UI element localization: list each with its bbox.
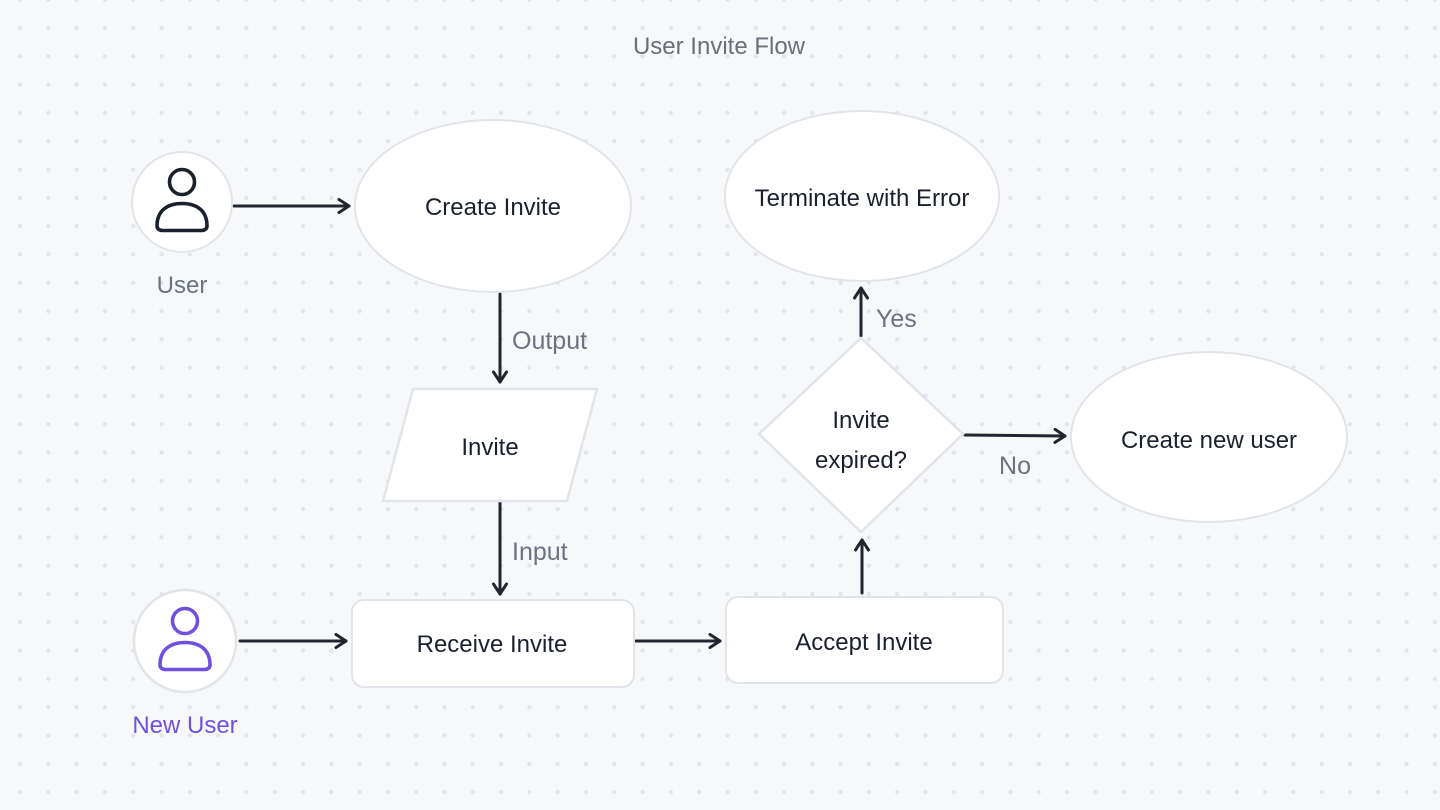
user-icon [155,167,209,233]
new-user-icon [158,606,212,672]
actor-user[interactable]: User [131,151,233,299]
node-create-invite-label: Create Invite [425,194,561,221]
edge-decision-yes: Yes [853,286,917,338]
node-receive-invite-label: Receive Invite [417,631,568,658]
edge-create-invite-to-invite: Output [492,292,587,384]
diagram-title: User Invite Flow [633,33,806,60]
node-terminate-with-error[interactable]: Terminate with Error [724,110,1000,282]
node-create-invite[interactable]: Create Invite [354,119,632,293]
node-invite[interactable]: Invite [381,387,599,503]
node-terminate-with-error-label: Terminate with Error [755,185,970,212]
node-accept-invite[interactable]: Accept Invite [725,596,1004,684]
node-invite-expired-line1: Invite [832,407,889,434]
node-accept-invite-label: Accept Invite [795,629,932,656]
node-create-new-user-label: Create new user [1121,427,1297,454]
node-invite-label: Invite [461,434,518,461]
edge-output-label: Output [512,327,587,355]
edge-invite-to-receive-invite: Input [492,501,568,596]
edge-input-label: Input [512,538,568,566]
node-invite-expired[interactable]: Invite expired? [757,336,965,534]
actor-new-user[interactable]: New User [132,588,238,739]
edge-decision-no: No [963,427,1067,480]
edge-no-label: No [999,452,1031,480]
actor-user-label: User [157,272,208,299]
edge-yes-label: Yes [876,305,917,333]
node-receive-invite[interactable]: Receive Invite [351,599,635,688]
actor-new-user-label: New User [132,712,237,739]
node-create-new-user[interactable]: Create new user [1070,351,1348,523]
node-invite-expired-line2: expired? [815,447,907,474]
